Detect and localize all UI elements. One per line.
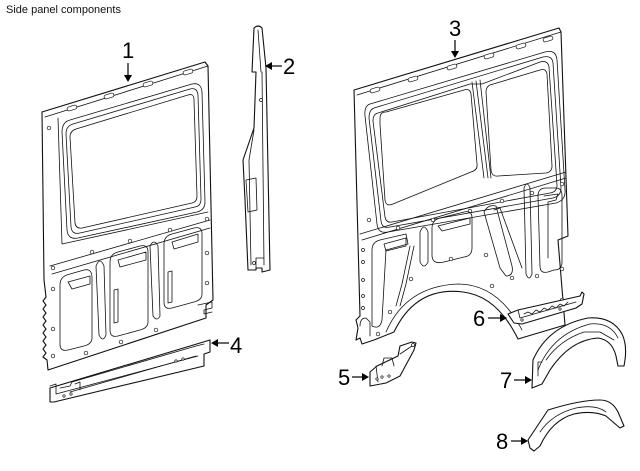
callout-arrowhead-3 [451, 51, 459, 58]
callout-number-4: 4 [230, 333, 242, 358]
callout-number-2: 2 [283, 54, 295, 79]
callout-2: 2 [265, 54, 295, 79]
part-5-bracket[interactable] [369, 341, 417, 387]
callout-3: 3 [449, 16, 461, 58]
callout-8: 8 [496, 429, 528, 454]
callout-arrowhead-1 [124, 75, 132, 82]
part-6-reinforcement[interactable] [507, 291, 585, 325]
callout-number-5: 5 [338, 365, 350, 390]
callout-arrowhead-8 [521, 437, 528, 445]
callout-arrowhead-7 [525, 376, 532, 384]
diagram-title: Side panel components [6, 4, 121, 16]
part-3-side-panel-rear[interactable] [353, 27, 569, 345]
callout-arrowhead-5 [362, 373, 369, 381]
part-1-side-panel[interactable] [41, 61, 214, 371]
callout-number-6: 6 [473, 306, 485, 331]
callout-6: 6 [473, 306, 507, 331]
part-2-pillar-reinforcement[interactable] [242, 25, 271, 273]
callout-arrowhead-4 [211, 339, 218, 347]
callout-5: 5 [338, 365, 369, 390]
callout-7: 7 [500, 368, 532, 393]
part-7-inner-wheelhouse[interactable] [531, 317, 627, 389]
callout-1: 1 [122, 38, 134, 82]
part-8-outer-wheelhouse[interactable] [527, 399, 625, 452]
callout-number-7: 7 [500, 368, 512, 393]
callout-number-8: 8 [496, 429, 508, 454]
callout-number-3: 3 [449, 16, 461, 41]
part-4-rocker-sill[interactable] [49, 339, 211, 403]
callout-4: 4 [211, 333, 242, 358]
callout-number-1: 1 [122, 38, 134, 63]
callout-arrowhead-2 [265, 62, 272, 70]
callout-arrowhead-6 [500, 314, 507, 322]
